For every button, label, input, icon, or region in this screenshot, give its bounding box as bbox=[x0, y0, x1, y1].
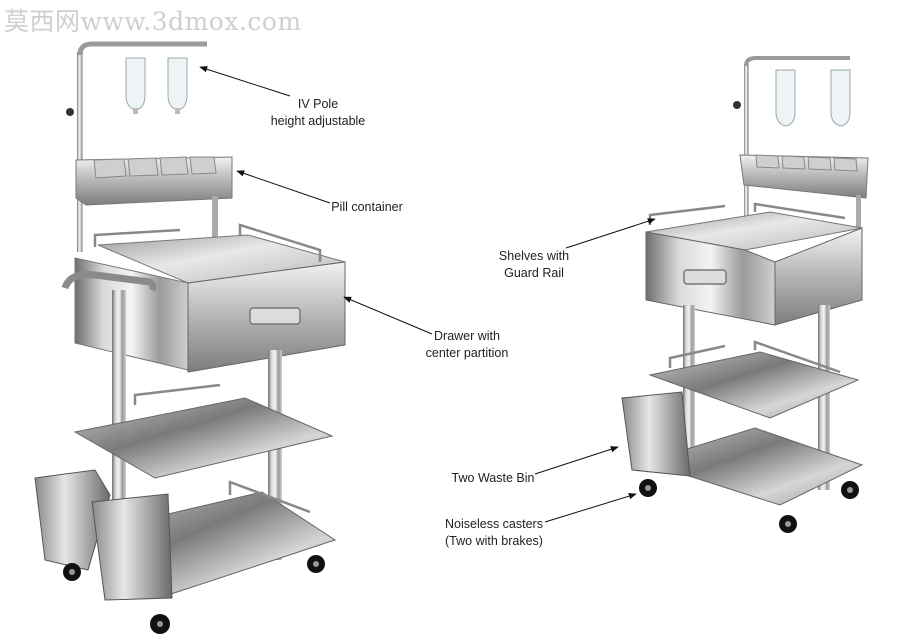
waste-bin-icon bbox=[621, 391, 691, 477]
label-casters-line1: Noiseless casters bbox=[445, 517, 543, 531]
iv-bag-icon bbox=[125, 57, 146, 114]
label-casters: Noiseless casters (Two with brakes) bbox=[434, 516, 554, 550]
waste-bin-icon bbox=[91, 493, 173, 601]
callout-arrows bbox=[199, 66, 656, 523]
label-pill-container-text: Pill container bbox=[331, 200, 403, 214]
label-waste-bin: Two Waste Bin bbox=[438, 470, 548, 487]
trolley-left bbox=[34, 41, 346, 634]
iv-bag-icon bbox=[830, 69, 851, 127]
trolley-right bbox=[621, 56, 869, 533]
caster-icon bbox=[150, 614, 170, 634]
label-iv-pole-line2: height adjustable bbox=[270, 114, 366, 128]
label-drawer-line1: Drawer with bbox=[434, 329, 500, 343]
label-shelves: Shelves with Guard Rail bbox=[484, 248, 584, 282]
label-pill-container: Pill container bbox=[317, 199, 417, 216]
iv-bag-icon bbox=[775, 69, 796, 127]
caster-icon bbox=[639, 479, 657, 497]
iv-bag-icon bbox=[167, 57, 188, 114]
label-iv-pole: IV Pole height adjustable bbox=[258, 96, 378, 130]
caster-icon bbox=[841, 481, 859, 499]
label-shelves-line1: Shelves with bbox=[498, 249, 570, 263]
label-shelves-line2: Guard Rail bbox=[504, 266, 564, 280]
caster-icon bbox=[307, 555, 325, 573]
label-waste-bin-text: Two Waste Bin bbox=[451, 471, 535, 485]
watermark: 莫西网www.3dmox.com bbox=[4, 7, 302, 36]
label-drawer: Drawer with center partition bbox=[412, 328, 522, 362]
label-drawer-line2: center partition bbox=[425, 346, 509, 360]
label-casters-line2: (Two with brakes) bbox=[445, 534, 543, 548]
caster-icon bbox=[779, 515, 797, 533]
caster-icon bbox=[63, 563, 81, 581]
label-iv-pole-line1: IV Pole bbox=[297, 97, 339, 111]
